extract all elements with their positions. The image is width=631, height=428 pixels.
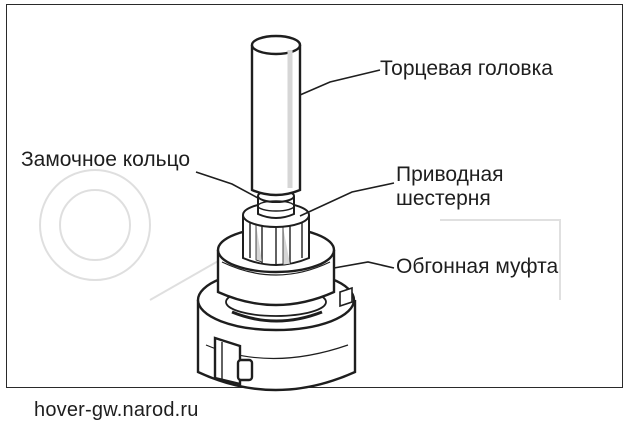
leader-lock-ring [195,171,259,199]
leader-lines [195,69,395,269]
socket-head [250,34,302,197]
leader-socket [299,69,381,96]
leader-drive-gear [299,182,395,217]
label-socket-head: Торцевая головка [380,57,553,80]
source-watermark: hover-gw.narod.ru [34,399,199,421]
label-overrunning-clutch: Обгонная муфта [396,255,559,278]
diagram-frame [6,4,623,388]
label-drive-gear: Приводная шестерня [396,163,504,210]
leader-clutch [333,261,395,269]
label-lock-ring: Замочное кольцо [21,148,191,171]
